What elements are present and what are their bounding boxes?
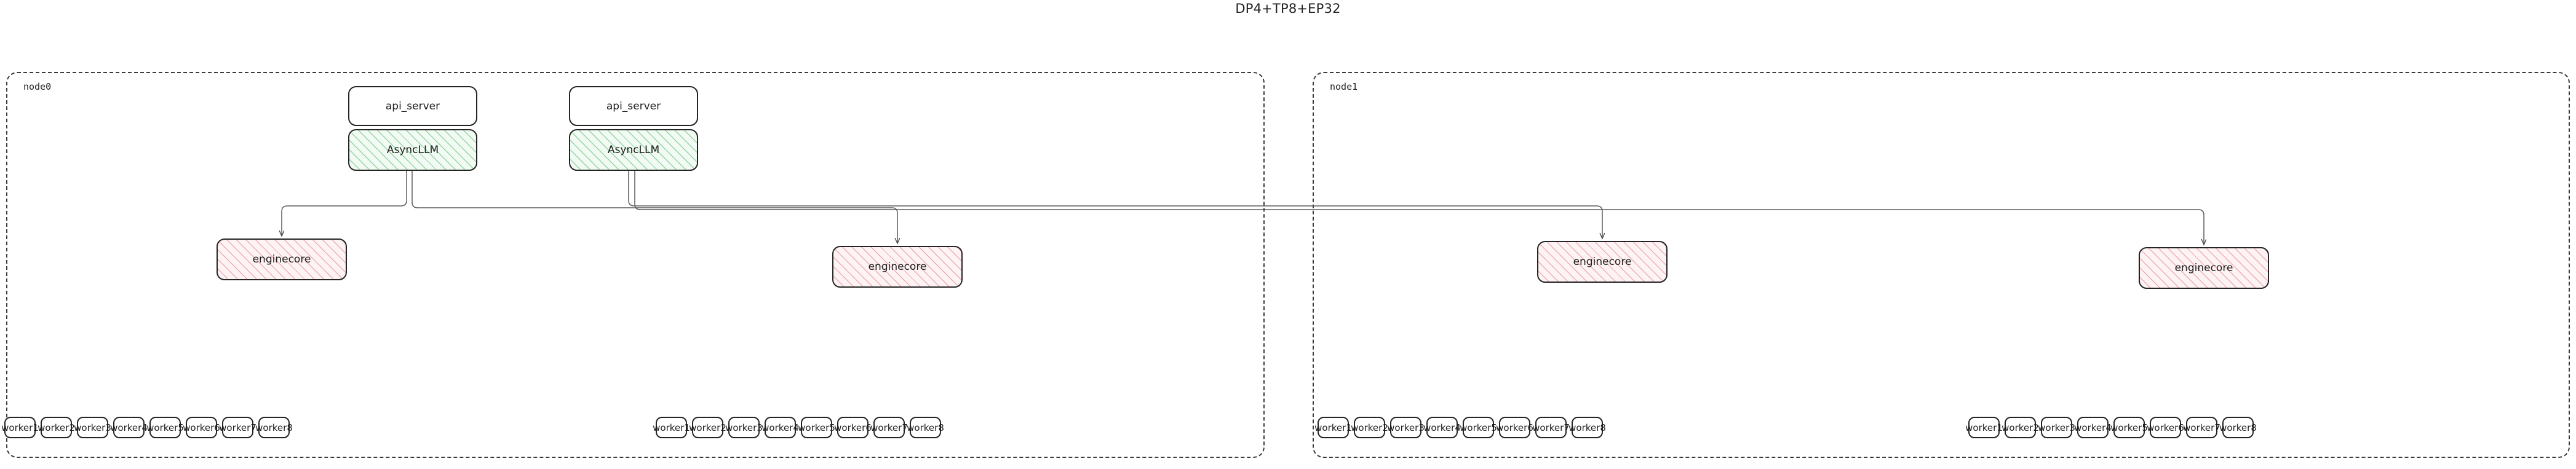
asyncllm-box-0[interactable]: AsyncLLM bbox=[348, 129, 477, 171]
worker-box[interactable]: worker1 bbox=[1965, 417, 2003, 438]
worker-box[interactable]: worker3 bbox=[2038, 417, 2075, 438]
worker-box[interactable]: worker8 bbox=[255, 417, 293, 438]
worker-box[interactable]: worker7 bbox=[870, 417, 908, 438]
worker-box[interactable]: worker4 bbox=[2074, 417, 2112, 438]
worker-box[interactable]: worker8 bbox=[907, 417, 944, 438]
page-title: DP4+TP8+EP32 bbox=[1235, 1, 1341, 16]
worker-box[interactable]: worker4 bbox=[1423, 417, 1461, 438]
worker-box[interactable]: worker4 bbox=[110, 417, 148, 438]
cluster-node0 bbox=[6, 72, 1265, 458]
worker-box[interactable]: worker5 bbox=[1460, 417, 1497, 438]
worker-box[interactable]: worker2 bbox=[1351, 417, 1388, 438]
worker-box[interactable]: worker4 bbox=[761, 417, 799, 438]
worker-box[interactable]: worker1 bbox=[1314, 417, 1352, 438]
worker-box[interactable]: worker8 bbox=[1568, 417, 1606, 438]
worker-box[interactable]: worker3 bbox=[1387, 417, 1425, 438]
api-server-box-1[interactable]: api_server bbox=[569, 86, 698, 126]
worker-box[interactable]: worker1 bbox=[1, 417, 39, 438]
worker-box[interactable]: worker6 bbox=[2147, 417, 2184, 438]
worker-box[interactable]: worker2 bbox=[38, 417, 75, 438]
enginecore-box-1[interactable]: enginecore bbox=[832, 246, 963, 288]
enginecore-box-3[interactable]: enginecore bbox=[2139, 247, 2269, 289]
worker-box[interactable]: worker7 bbox=[2183, 417, 2220, 438]
worker-box[interactable]: worker3 bbox=[725, 417, 763, 438]
worker-box[interactable]: worker7 bbox=[1532, 417, 1570, 438]
cluster-node1 bbox=[1313, 72, 2570, 458]
worker-box[interactable]: worker8 bbox=[2219, 417, 2257, 438]
worker-box[interactable]: worker5 bbox=[2110, 417, 2148, 438]
worker-box[interactable]: worker2 bbox=[689, 417, 726, 438]
worker-box[interactable]: worker2 bbox=[2002, 417, 2039, 438]
worker-box[interactable]: worker6 bbox=[1496, 417, 1533, 438]
asyncllm-box-1[interactable]: AsyncLLM bbox=[569, 129, 698, 171]
enginecore-box-2[interactable]: enginecore bbox=[1537, 241, 1668, 283]
worker-box[interactable]: worker5 bbox=[798, 417, 835, 438]
enginecore-box-0[interactable]: enginecore bbox=[217, 238, 347, 280]
worker-box[interactable]: worker3 bbox=[74, 417, 111, 438]
worker-box[interactable]: worker6 bbox=[834, 417, 872, 438]
worker-box[interactable]: worker1 bbox=[653, 417, 690, 438]
cluster-label-node0: node0 bbox=[23, 81, 52, 92]
worker-box[interactable]: worker7 bbox=[219, 417, 256, 438]
cluster-label-node1: node1 bbox=[1330, 81, 1358, 92]
api-server-box-0[interactable]: api_server bbox=[348, 86, 477, 126]
worker-box[interactable]: worker5 bbox=[146, 417, 184, 438]
worker-box[interactable]: worker6 bbox=[183, 417, 220, 438]
